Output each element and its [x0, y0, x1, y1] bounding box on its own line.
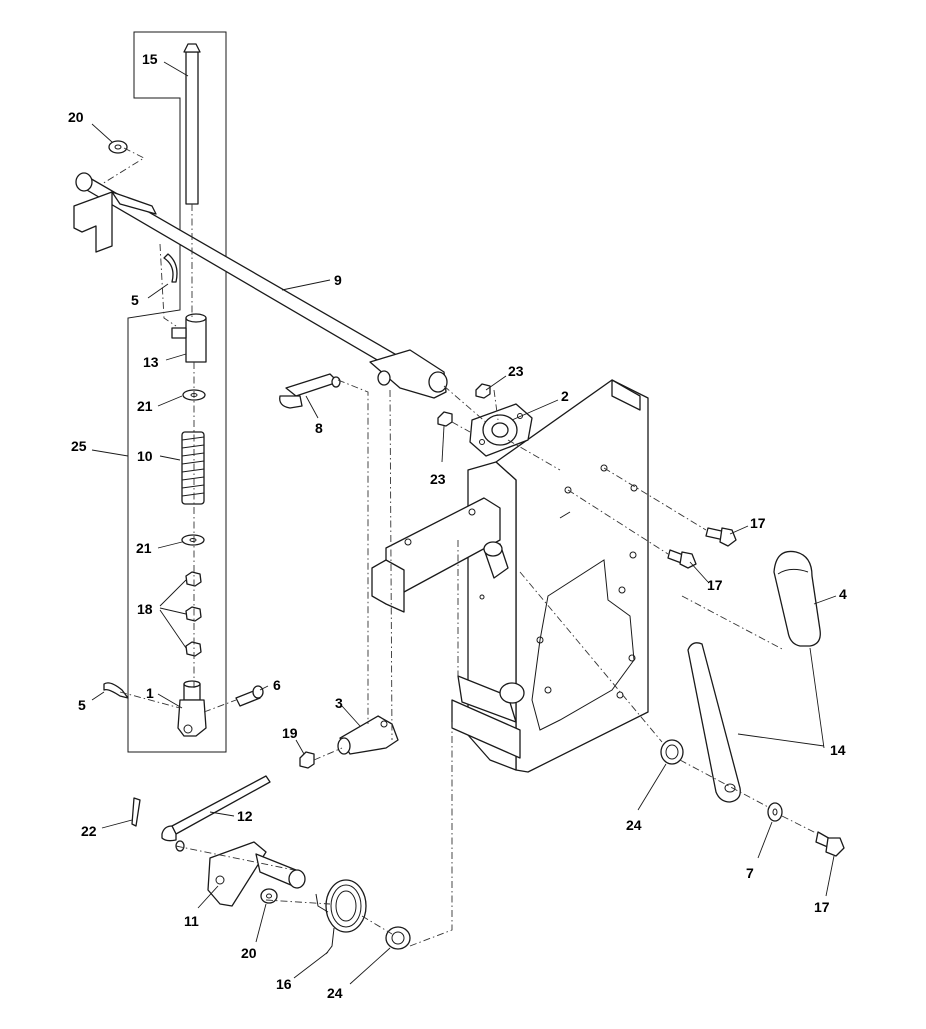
callout-1: 1: [146, 685, 154, 701]
bushing-24-right: [660, 739, 684, 765]
callout-18: 18: [137, 601, 153, 617]
nut-23-top: [475, 383, 491, 399]
pedal-pad-4: [773, 550, 821, 647]
callout-23: 23: [508, 363, 524, 379]
callout-7: 7: [746, 865, 754, 881]
callout-2: 2: [561, 388, 569, 404]
callout-12: 12: [237, 808, 253, 824]
nut-18-b: [185, 606, 202, 622]
nut-23-left: [437, 411, 453, 427]
cross-shaft-9: [73, 172, 448, 399]
washer-7: [767, 802, 783, 822]
callout-5: 5: [131, 292, 139, 308]
callout-14: 14: [830, 742, 846, 758]
callout-4: 4: [839, 586, 847, 602]
callout-11: 11: [184, 913, 199, 929]
callout-25: 25: [71, 438, 87, 454]
washer-20-bottom: [260, 888, 278, 904]
callout-15: 15: [142, 51, 158, 67]
callout-leaders: [91, 61, 837, 985]
washer-21-bottom: [181, 534, 205, 546]
pedal-arm-14: [687, 642, 741, 803]
nut-19: [299, 751, 315, 769]
rod-12: [161, 775, 271, 852]
callout-23: 23: [430, 471, 446, 487]
callout-6: 6: [273, 677, 281, 693]
cotter-22: [131, 797, 141, 827]
rod-end-3: [337, 715, 399, 755]
clevis-1: [177, 680, 207, 737]
callout-8: 8: [315, 420, 323, 436]
callout-13: 13: [143, 354, 159, 370]
callout-10: 10: [137, 448, 153, 464]
bushing-24-bottom: [385, 926, 411, 950]
clip-8: [279, 373, 341, 409]
washer-20-top: [108, 140, 128, 154]
callout-24: 24: [327, 985, 343, 1001]
bearing-2: [469, 403, 533, 457]
callout-16: 16: [276, 976, 292, 992]
callout-17: 17: [707, 577, 723, 593]
callout-24: 24: [626, 817, 642, 833]
callout-22: 22: [81, 823, 97, 839]
callout-3: 3: [335, 695, 343, 711]
torsion-spring-16: [315, 879, 367, 955]
callout-17: 17: [750, 515, 766, 531]
callout-5: 5: [78, 697, 86, 713]
callout-20: 20: [241, 945, 257, 961]
callout-20: 20: [68, 109, 84, 125]
cotter-5-bottom: [103, 682, 129, 699]
callout-19: 19: [282, 725, 298, 741]
callout-9: 9: [334, 272, 342, 288]
trunnion-13: [171, 313, 207, 363]
nut-18-a: [185, 571, 202, 587]
callout-21: 21: [137, 398, 153, 414]
callout-21: 21: [136, 540, 152, 556]
assembly-centerlines: [101, 147, 819, 947]
frame-sleeve: [451, 541, 525, 759]
pin-6: [235, 685, 264, 707]
side-bracket: [371, 497, 501, 613]
cotter-5-top: [163, 253, 178, 283]
spring-10: [181, 431, 205, 505]
assembly-25-outline: [127, 31, 227, 753]
bolt-17-upper: [705, 527, 737, 547]
bolt-17-lower: [815, 831, 845, 857]
callout-labels: 15 20 9 5 13 21 25 10 21 18 5 1 6 23 2 8…: [68, 51, 847, 1001]
lever-11: [207, 841, 306, 907]
callout-17: 17: [814, 899, 830, 915]
rod-15: [183, 43, 201, 205]
nut-18-c: [185, 641, 202, 657]
bolt-17-middle: [667, 549, 697, 569]
